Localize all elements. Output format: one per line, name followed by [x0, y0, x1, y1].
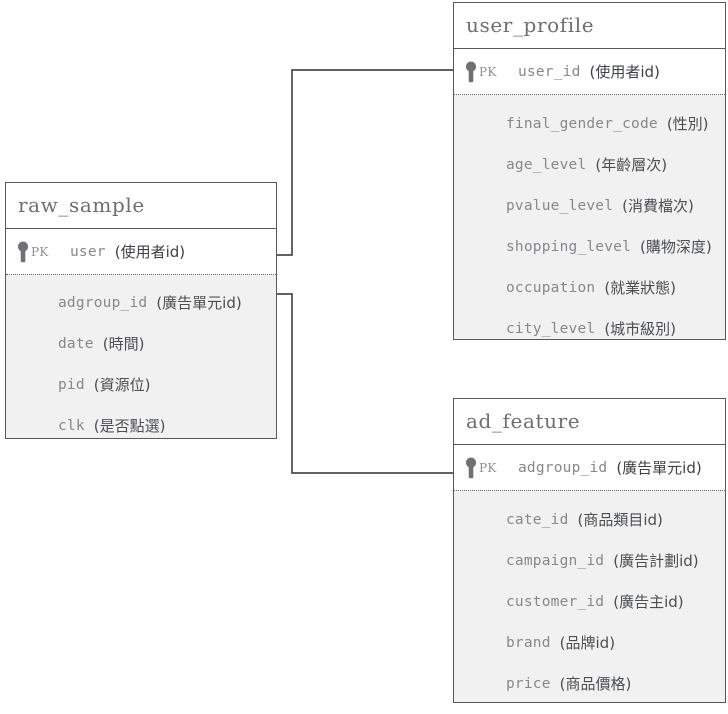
field-gloss: (購物深度)	[640, 238, 712, 256]
key-icon	[465, 457, 477, 478]
key-icon	[17, 241, 29, 262]
entity-user_profile[interactable]: user_profile PK user_id (使用者id) final_ge…	[453, 2, 726, 340]
pk-label: PK	[479, 64, 497, 79]
field-name: final_gender_code	[506, 115, 658, 132]
pk-field-name: adgroup_id	[518, 459, 608, 476]
field-row[interactable]: customer_id (廣告主id)	[454, 581, 725, 622]
field-name: brand	[506, 634, 551, 651]
field-row[interactable]: clk (是否點選)	[6, 405, 276, 446]
pk-badge: PK	[464, 457, 518, 479]
field-name: cate_id	[506, 511, 569, 528]
field-gloss: (廣告計劃id)	[613, 552, 699, 570]
field-name: price	[506, 675, 551, 692]
field-row[interactable]: pid (資源位)	[6, 364, 276, 405]
pk-row-user_profile[interactable]: PK user_id (使用者id)	[454, 49, 725, 95]
field-gloss: (就業狀態)	[604, 279, 677, 297]
pk-row-ad_feature[interactable]: PK adgroup_id (廣告單元id)	[454, 445, 725, 491]
field-gloss: (城市級別)	[604, 320, 677, 338]
connector-raw_sample-ad_feature	[277, 293, 453, 474]
field-name: adgroup_id	[58, 294, 148, 311]
entity-title-raw_sample: raw_sample	[6, 183, 276, 229]
field-row[interactable]: campaign_id (廣告計劃id)	[454, 540, 725, 581]
field-gloss: (商品價格)	[559, 675, 632, 693]
connector-raw_sample-user_profile	[277, 69, 453, 256]
pk-field-name: user	[70, 243, 106, 260]
field-row[interactable]: occupation (就業狀態)	[454, 267, 725, 308]
entity-ad_feature[interactable]: ad_feature PK adgroup_id (廣告單元id) cate_i…	[453, 398, 726, 703]
entity-body-user_profile: final_gender_code (性別) age_level (年齡層次) …	[454, 95, 725, 359]
field-gloss: (消費檔次)	[622, 197, 694, 215]
field-gloss: (廣告主id)	[613, 593, 684, 611]
field-name: campaign_id	[506, 552, 605, 569]
entity-title-ad_feature: ad_feature	[454, 399, 725, 445]
pk-field-name: user_id	[518, 63, 581, 80]
field-row[interactable]: final_gender_code (性別)	[454, 103, 725, 144]
field-row[interactable]: adgroup_id (廣告單元id)	[6, 282, 276, 323]
field-row[interactable]: city_level (城市級別)	[454, 308, 725, 349]
field-gloss: (是否點選)	[93, 417, 166, 435]
entity-raw_sample[interactable]: raw_sample PK user (使用者id) adgroup_id (廣…	[5, 182, 277, 439]
field-row[interactable]: shopping_level (購物深度)	[454, 226, 725, 267]
pk-badge: PK	[16, 241, 70, 263]
field-row[interactable]: date (時間)	[6, 323, 276, 364]
field-name: occupation	[506, 279, 596, 296]
field-name: shopping_level	[506, 238, 632, 255]
field-name: pvalue_level	[506, 197, 614, 214]
field-gloss: (商品類目id)	[577, 511, 663, 529]
field-name: date	[58, 335, 94, 352]
entity-body-raw_sample: adgroup_id (廣告單元id) date (時間) pid (資源位) …	[6, 275, 276, 456]
field-name: age_level	[506, 156, 587, 173]
field-row[interactable]: pvalue_level (消費檔次)	[454, 185, 725, 226]
entity-body-ad_feature: cate_id (商品類目id) campaign_id (廣告計劃id) cu…	[454, 491, 725, 714]
field-row[interactable]: cate_id (商品類目id)	[454, 499, 725, 540]
pk-badge: PK	[464, 61, 518, 83]
field-gloss: (時間)	[102, 335, 145, 353]
field-name: clk	[58, 417, 85, 434]
field-row[interactable]: price (商品價格)	[454, 663, 725, 704]
key-icon	[465, 61, 477, 82]
entity-title-user_profile: user_profile	[454, 3, 725, 49]
field-gloss: (品牌id)	[559, 634, 616, 652]
field-gloss: (性別)	[666, 115, 709, 133]
field-row[interactable]: brand (品牌id)	[454, 622, 725, 663]
field-gloss: (廣告單元id)	[156, 294, 242, 312]
pk-row-raw_sample[interactable]: PK user (使用者id)	[6, 229, 276, 275]
pk-label: PK	[31, 244, 49, 259]
field-row[interactable]: age_level (年齡層次)	[454, 144, 725, 185]
pk-field-gloss: (使用者id)	[589, 63, 660, 81]
pk-field-gloss: (使用者id)	[114, 243, 186, 261]
field-name: customer_id	[506, 593, 605, 610]
pk-label: PK	[479, 460, 497, 475]
field-gloss: (資源位)	[93, 376, 151, 394]
field-name: city_level	[506, 320, 596, 337]
field-gloss: (年齡層次)	[595, 156, 668, 174]
pk-field-gloss: (廣告單元id)	[616, 459, 702, 477]
field-name: pid	[58, 376, 85, 393]
